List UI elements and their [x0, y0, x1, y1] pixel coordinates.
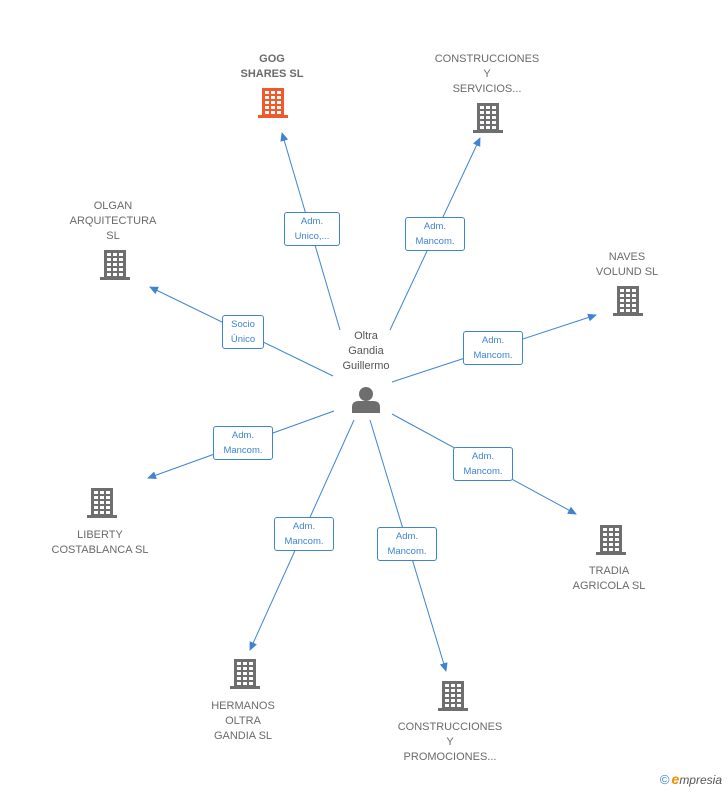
brand-name: mpresia [679, 773, 722, 787]
copyright-symbol: © [659, 772, 670, 787]
building-icon[interactable] [100, 250, 130, 280]
edge-label-liberty[interactable]: Adm. Mancom. [213, 426, 273, 460]
company-label-hermanos[interactable]: HERMANOS OLTRA GANDIA SL [211, 700, 275, 742]
company-label-construcciones-servicios[interactable]: CONSTRUCCIONES Y SERVICIOS... [434, 53, 540, 95]
edge-label-construcciones-servicios[interactable]: Adm. Mancom. [405, 217, 465, 251]
edge-label-naves[interactable]: Adm. Mancom. [463, 331, 523, 365]
edge-label-construcciones-promociones[interactable]: Adm. Mancom. [377, 527, 437, 561]
building-icon[interactable] [258, 88, 288, 118]
edge-label-hermanos[interactable]: Adm. Mancom. [274, 517, 334, 551]
company-label-gog[interactable]: GOG SHARES SL [240, 53, 304, 80]
empresia-logo[interactable]: ©empresia [660, 771, 722, 787]
edge-label-tradia[interactable]: Adm. Mancom. [453, 447, 513, 481]
company-label-tradia[interactable]: TRADIA AGRICOLA SL [572, 565, 646, 592]
building-icon[interactable] [438, 681, 468, 711]
building-icon[interactable] [613, 286, 643, 316]
building-icon[interactable] [596, 525, 626, 555]
edge-label-gog[interactable]: Adm. Unico,... [284, 212, 340, 246]
company-label-construcciones-promociones[interactable]: CONSTRUCCIONES Y PROMOCIONES... [397, 721, 503, 763]
person-icon[interactable] [352, 387, 380, 413]
edge-label-olgan[interactable]: Socio Único [222, 315, 264, 349]
building-icon[interactable] [87, 488, 117, 518]
person-label[interactable]: Oltra Gandia Guillermo [342, 330, 390, 372]
building-icon[interactable] [473, 103, 503, 133]
company-label-naves[interactable]: NAVES VOLUND SL [595, 251, 659, 278]
company-label-olgan[interactable]: OLGAN ARQUITECTURA SL [69, 200, 157, 242]
building-icon[interactable] [230, 659, 260, 689]
company-label-liberty[interactable]: LIBERTY COSTABLANCA SL [51, 529, 149, 556]
brand-e-letter: e [671, 771, 680, 787]
icons-layer [87, 88, 643, 711]
